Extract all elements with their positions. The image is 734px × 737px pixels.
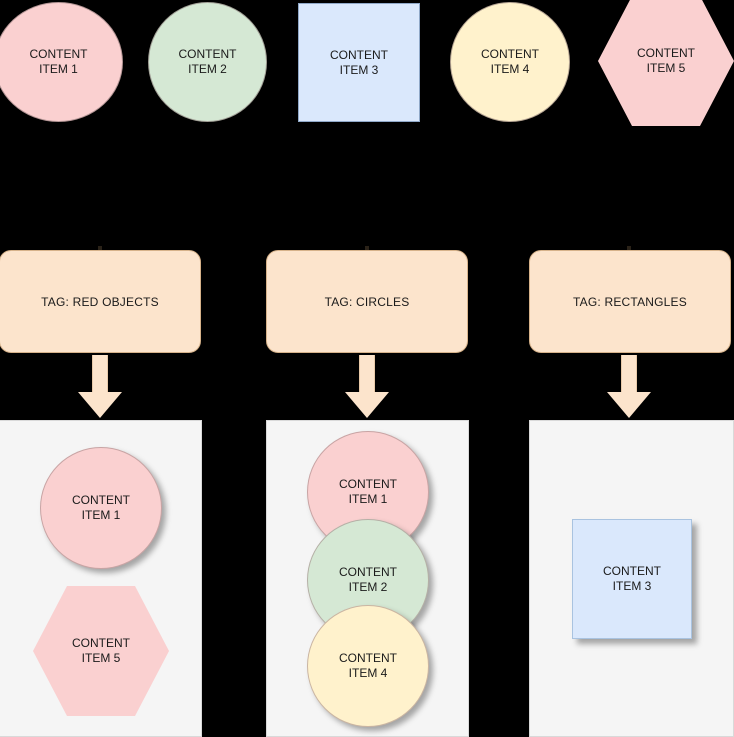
- result-shape-item-4[interactable]: CONTENT ITEM 4: [307, 605, 429, 727]
- tag-box-circles[interactable]: TAG: CIRCLES: [266, 250, 468, 353]
- tag-label: TAG: CIRCLES: [324, 294, 410, 309]
- tag-label: TAG: RED OBJECTS: [41, 294, 159, 309]
- tag-connector-stub: [627, 246, 631, 251]
- source-shape-item-5[interactable]: CONTENT ITEM 5: [598, 0, 734, 126]
- tag-connector-stub: [98, 246, 102, 251]
- result-group-rectangles: CONTENT ITEM 3: [529, 420, 734, 737]
- result-group-circles: CONTENT ITEM 1 CONTENT ITEM 2 CONTENT IT…: [266, 420, 469, 737]
- source-shape-label: CONTENT ITEM 1: [29, 47, 88, 76]
- result-shape-item-1[interactable]: CONTENT ITEM 1: [40, 447, 162, 569]
- result-shape-item-5[interactable]: CONTENT ITEM 5: [33, 586, 169, 716]
- arrow-head: [345, 392, 389, 418]
- source-shape-label: CONTENT ITEM 3: [330, 47, 388, 77]
- result-group-red-objects: CONTENT ITEM 1 CONTENT ITEM 5: [0, 420, 202, 737]
- result-shape-item-3[interactable]: CONTENT ITEM 3: [572, 519, 692, 639]
- result-shape-label: CONTENT ITEM 3: [603, 564, 661, 593]
- tag-label: TAG: RECTANGLES: [573, 294, 687, 309]
- result-shape-label: CONTENT ITEM 1: [72, 493, 130, 522]
- arrow-down-rectangles: [607, 355, 651, 418]
- result-shape-label: CONTENT ITEM 2: [339, 565, 397, 594]
- source-shape-item-3[interactable]: CONTENT ITEM 3: [298, 3, 420, 122]
- arrow-head: [607, 392, 651, 418]
- source-shape-label: CONTENT ITEM 4: [481, 47, 539, 76]
- source-shape-item-1[interactable]: CONTENT ITEM 1: [0, 2, 123, 122]
- result-shape-label: CONTENT ITEM 1: [339, 477, 397, 506]
- tag-box-red-objects[interactable]: TAG: RED OBJECTS: [0, 250, 201, 353]
- result-shape-label: CONTENT ITEM 5: [72, 636, 130, 665]
- arrow-shaft: [621, 355, 637, 393]
- arrow-down-circles: [345, 355, 389, 418]
- tag-box-rectangles[interactable]: TAG: RECTANGLES: [529, 250, 731, 353]
- tag-connector-stub: [365, 246, 369, 251]
- source-shape-label: CONTENT ITEM 2: [178, 47, 237, 76]
- source-shape-item-2[interactable]: CONTENT ITEM 2: [148, 2, 267, 122]
- source-shape-item-4[interactable]: CONTENT ITEM 4: [450, 2, 570, 122]
- arrow-shaft: [92, 355, 108, 393]
- result-shape-label: CONTENT ITEM 4: [339, 651, 397, 680]
- arrow-down-red-objects: [78, 355, 122, 418]
- arrow-shaft: [359, 355, 375, 393]
- source-shape-label: CONTENT ITEM 5: [637, 46, 695, 75]
- arrow-head: [78, 392, 122, 418]
